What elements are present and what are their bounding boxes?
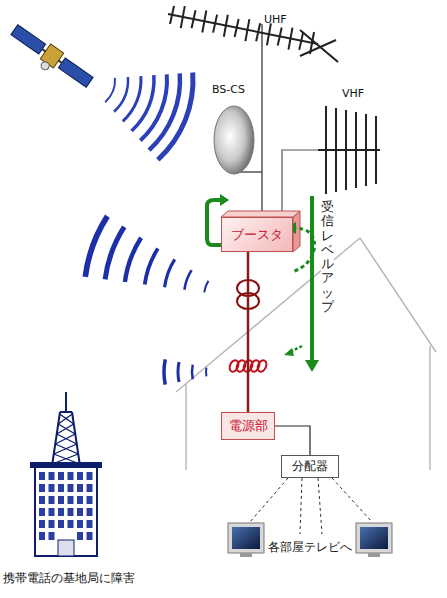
- node-label: 分配器: [292, 458, 328, 475]
- power-unit-box: 電源部: [221, 412, 275, 440]
- antenna-label: VHF: [342, 88, 364, 101]
- booster-box: ブースタ: [221, 217, 293, 252]
- arrow-heads: [220, 194, 319, 372]
- satellite-waves: [105, 73, 193, 160]
- cable-connector: [275, 426, 310, 455]
- leak-waves: [85, 216, 208, 385]
- caption-label: 携帯電話の基地局に障害: [3, 572, 135, 586]
- node-label: 電源部: [229, 417, 268, 435]
- signal-arrows: [207, 196, 315, 362]
- bs-cs-dish: [214, 106, 254, 174]
- uhf-antenna: [168, 6, 338, 62]
- tv-set: [356, 523, 392, 557]
- note-label: 各部屋テレビへ: [268, 541, 352, 555]
- antenna-label: BS-CS: [212, 84, 245, 97]
- splitter-box: 分配器: [281, 455, 339, 478]
- cable-connector: [247, 252, 250, 412]
- house-outline: [176, 238, 436, 470]
- vhf-antenna: [318, 106, 380, 194]
- tv-feed-lines: [250, 478, 372, 534]
- tv-set: [228, 523, 264, 557]
- antenna-mast: [261, 24, 263, 216]
- node-label: ブースタ: [231, 226, 283, 244]
- satellite: [5, 22, 95, 95]
- note-label: 受信レベルアップ: [321, 200, 334, 314]
- cell-tower: [30, 392, 102, 556]
- antenna-label: UHF: [264, 14, 287, 27]
